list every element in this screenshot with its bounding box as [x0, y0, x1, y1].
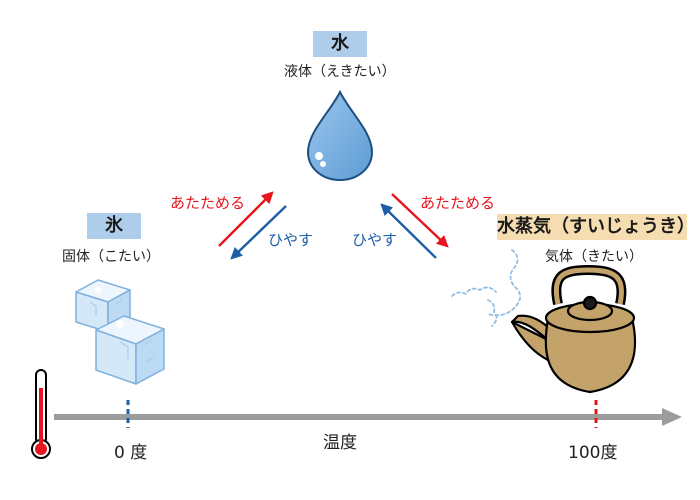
tick-zero-label: 0 度	[114, 443, 148, 463]
thermometer-icon	[31, 369, 51, 459]
solid-name-badge: 氷	[87, 213, 141, 239]
arrow-cool-right	[380, 203, 437, 259]
steam-icon	[451, 249, 522, 327]
tick-hundred-label: 100度	[568, 443, 618, 463]
cool-label-right: ひやす	[352, 231, 398, 249]
kettle-icon	[510, 265, 637, 394]
gas-state-label: 気体（きたい）	[545, 249, 643, 265]
arrow-warm-left	[218, 191, 274, 247]
warm-label-left: あたためる	[170, 194, 246, 212]
solid-state-label: 固体（こたい）	[62, 249, 160, 265]
cool-label-left: ひやす	[268, 231, 314, 249]
liquid-state-label: 液体（えきたい）	[284, 64, 396, 80]
gas-name-badge: 水蒸気（すいじょうき）	[497, 214, 695, 240]
warm-label-right: あたためる	[420, 194, 496, 212]
arrow-warm-right	[391, 193, 449, 248]
axis-label: 温度	[323, 433, 357, 453]
liquid-name-badge: 水	[313, 31, 367, 57]
ice-cube-icon	[75, 279, 165, 385]
axis-arrowhead	[662, 408, 682, 426]
arrow-cool-left	[230, 205, 287, 260]
water-drop-icon	[306, 89, 374, 182]
